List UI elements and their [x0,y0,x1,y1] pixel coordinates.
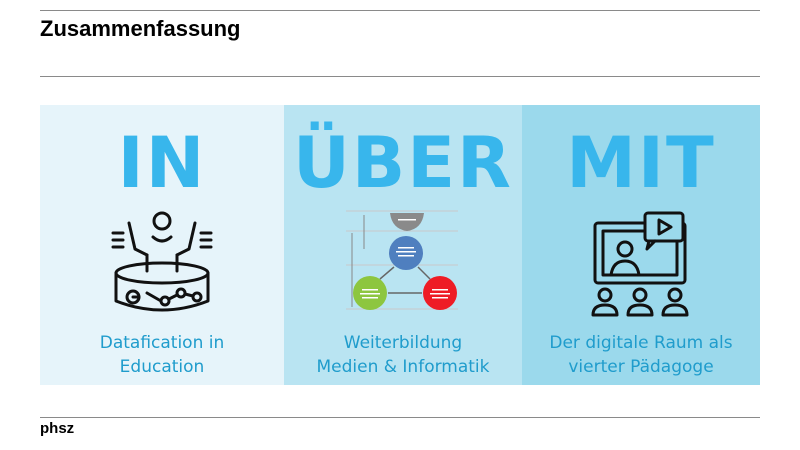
top-rule [40,10,760,11]
panel-mit: MIT Der digitale Raum als vierter Pädago… [522,105,760,385]
panel-row: IN Datafication in Education [40,105,760,385]
keyword-in: IN [117,122,207,204]
footer-logo-text: phsz [40,420,75,437]
panel-in: IN Datafication in Education [40,105,284,385]
caption-in-line-2: Education [119,357,205,377]
panel-ueber: ÜBER Weiterb [284,105,522,385]
person-data-platform-icon [111,211,213,312]
caption-mit-line-1: Der digitale Raum als [549,333,733,353]
competence-model-diagram [346,210,458,310]
caption-mit-line-2: vierter Pädagoge [568,357,714,377]
caption-in-line-1: Datafication in [99,333,225,353]
keyword-ueber: ÜBER [293,122,513,204]
footer-rule [40,417,760,418]
caption-ueber: Weiterbildung Medien & Informatik [284,331,522,379]
slide-title: Zusammenfassung [40,16,241,41]
caption-ueber-line-2: Medien & Informatik [316,357,490,377]
keyword-mit: MIT [566,122,716,204]
caption-ueber-line-1: Weiterbildung [343,333,463,353]
video-classroom-icon [591,211,689,317]
caption-in: Datafication in Education [40,331,284,379]
title-underline [40,76,760,77]
caption-mit: Der digitale Raum als vierter Pädagoge [522,331,760,379]
